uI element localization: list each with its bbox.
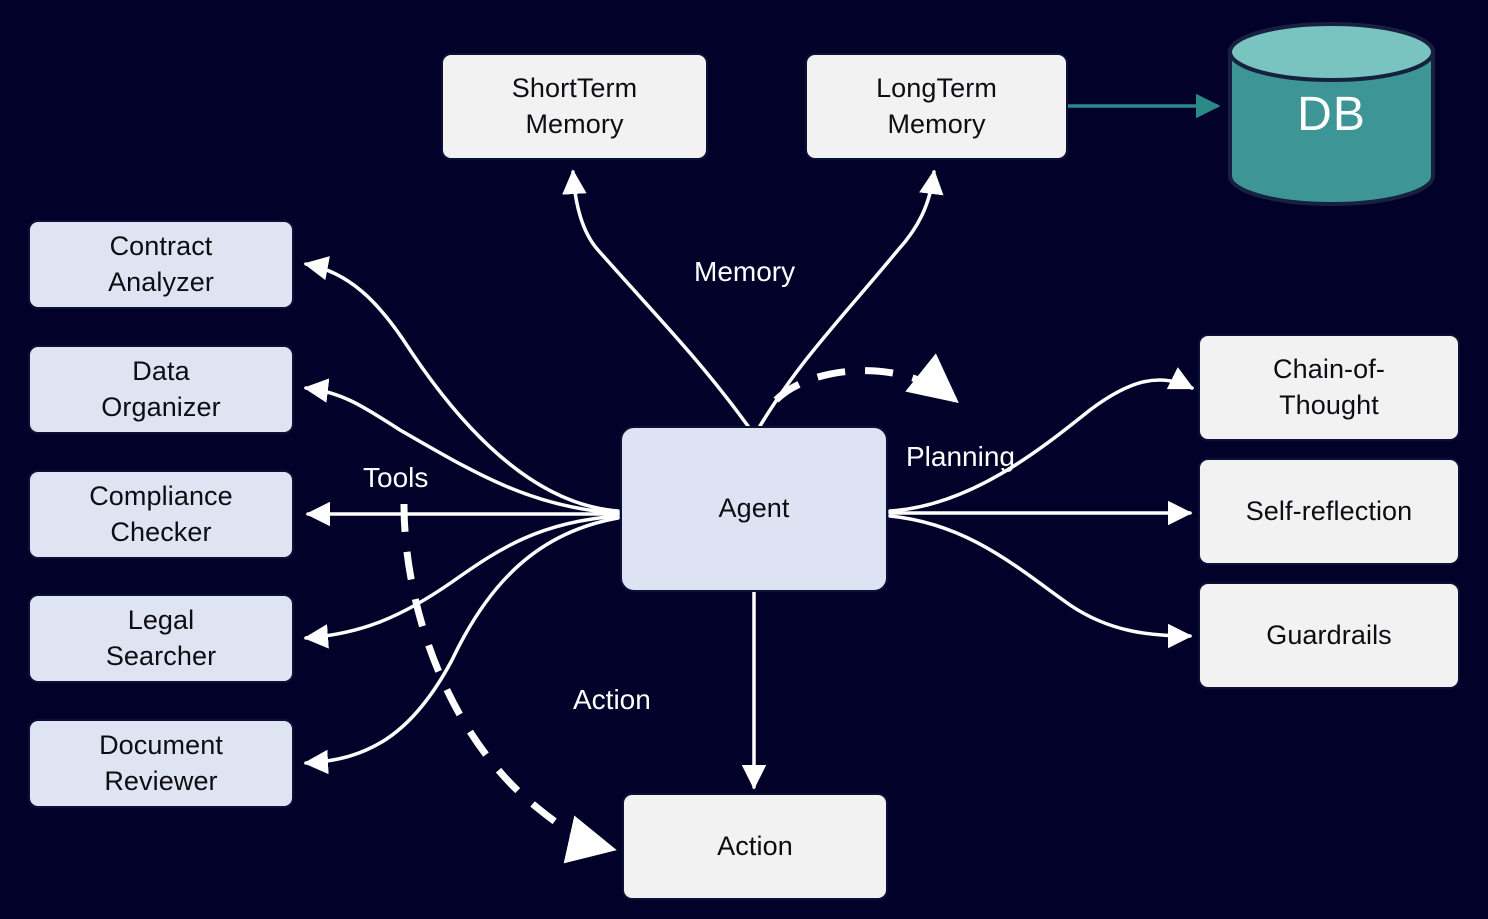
edge-agent-longterm	[758, 169, 944, 428]
node-label: Agent	[718, 493, 790, 524]
node-label: Data Organizer	[101, 355, 221, 422]
edge-dashed-planning	[773, 353, 959, 404]
node-guardrails[interactable]: Guardrails	[1198, 582, 1460, 689]
edge-label-memory: Memory	[694, 256, 796, 287]
node-label: Self-reflection	[1245, 495, 1413, 526]
edge-agent-guardrails	[888, 514, 1193, 649]
edge-label-planning: Planning	[906, 441, 1015, 472]
edge-label-action: Action	[573, 684, 651, 715]
node-compliance-checker[interactable]: Compliance Checker	[28, 470, 294, 559]
edge-agent-legal-searcher	[303, 514, 620, 649]
edge-agent-data-organizer	[303, 378, 620, 515]
edge-label-tools: Tools	[363, 462, 429, 493]
edge-dashed-tools-action	[400, 503, 617, 864]
node-label: DB	[1297, 87, 1366, 141]
node-chain-of-thought[interactable]: Chain-of- Thought	[1198, 334, 1460, 441]
node-data-organizer[interactable]: Data Organizer	[28, 345, 294, 434]
node-label: Contract Analyzer	[108, 230, 214, 297]
node-document-reviewer[interactable]: Document Reviewer	[28, 719, 294, 808]
node-label: Compliance Checker	[89, 480, 233, 547]
node-label: Action	[717, 830, 793, 861]
node-label: Legal Searcher	[105, 604, 217, 671]
node-long-term-memory[interactable]: LongTerm Memory	[805, 53, 1068, 160]
node-legal-searcher[interactable]: Legal Searcher	[28, 594, 294, 683]
node-self-reflection[interactable]: Self-reflection	[1198, 458, 1460, 565]
database-cylinder-icon	[1228, 22, 1435, 206]
node-database[interactable]: DB	[1228, 22, 1435, 206]
node-action[interactable]: Action	[622, 793, 888, 900]
node-agent[interactable]: Agent	[620, 426, 888, 592]
node-short-term-memory[interactable]: ShortTerm Memory	[441, 53, 708, 160]
node-label: Guardrails	[1266, 619, 1392, 650]
edge-agent-document-reviewer	[303, 516, 620, 775]
node-label: ShortTerm Memory	[511, 72, 638, 139]
node-contract-analyzer[interactable]: Contract Analyzer	[28, 220, 294, 309]
node-label: LongTerm Memory	[876, 72, 997, 139]
edge-agent-shortterm	[562, 169, 750, 428]
edge-agent-contract-analyzer	[303, 256, 620, 513]
node-label: Document Reviewer	[99, 729, 223, 796]
node-label: Chain-of- Thought	[1273, 353, 1385, 420]
